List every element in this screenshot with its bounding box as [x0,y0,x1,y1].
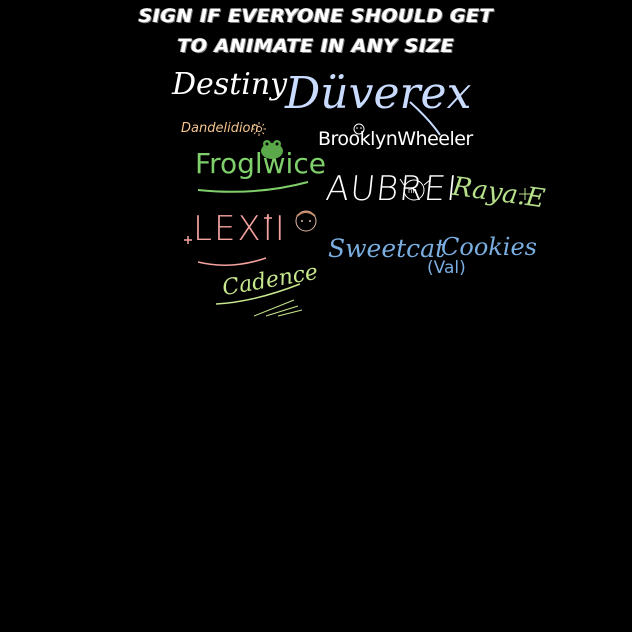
signature-brooklynwheeler: BrooklynWheeler [318,128,473,150]
signature-sweetcat: Sweetcat [328,234,446,263]
svg-text:nn: nn [408,187,417,195]
signature-raya-e: Raya.E [450,171,547,215]
character-doodle-icon: nn [399,178,431,201]
signature-dandelidion: Dandelidion [181,121,259,136]
cadence-hatch-lines [215,283,303,317]
page-title-line-1: SIGN IF EVERYONE SHOULD GET [138,5,494,27]
signature-val: (Val) [427,258,466,278]
lexii-sparkles [184,214,272,266]
signature-duverex: Düverex [285,68,472,119]
signature-froglwice: Froglwice [195,147,326,180]
sparkle-icon [519,188,531,200]
froglwice-underline [197,181,309,193]
face-doodle-icon [295,210,317,232]
duverex-underline-flourish [409,101,441,136]
signature-cookies: Cookies [441,233,537,261]
sun-icon [252,122,266,136]
signature-aubrei: AUBREI [323,169,460,209]
page-title-line-2: TO ANIMATE IN ANY SIZE [177,35,455,57]
frog-icon [261,140,283,159]
signature-destiny: Destiny [172,67,288,102]
smiley-doodle-icon [353,123,365,135]
